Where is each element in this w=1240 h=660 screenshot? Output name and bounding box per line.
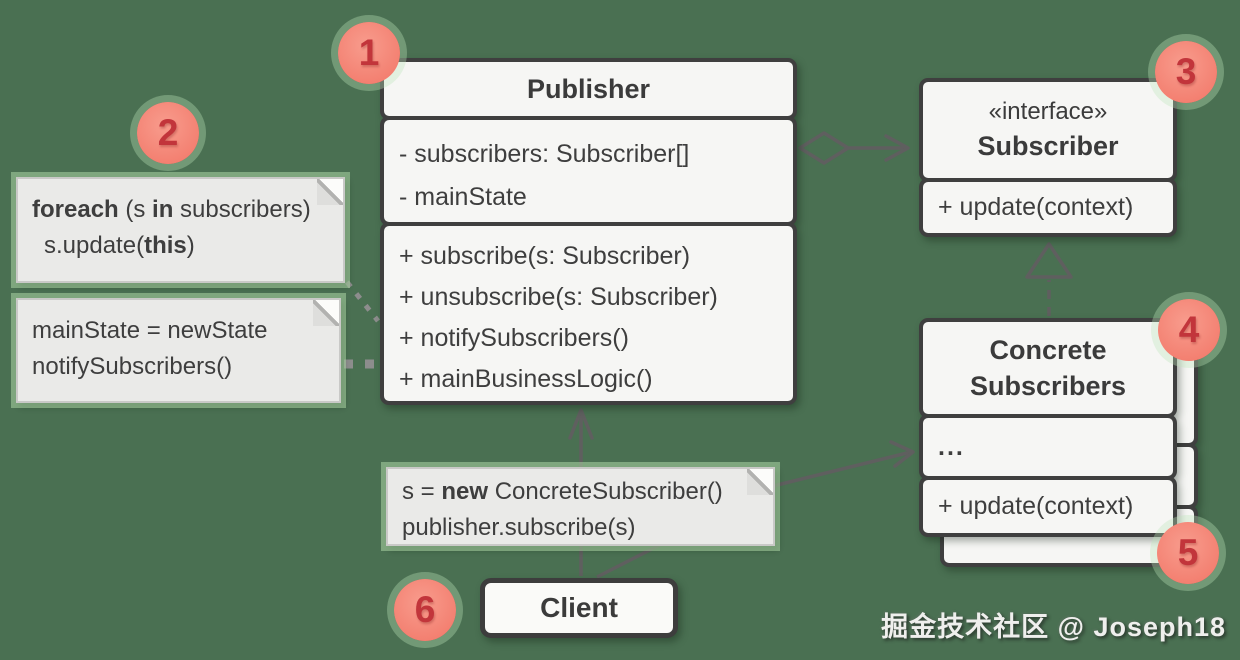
publisher-attributes: - subscribers: Subscriber[] - mainState	[380, 116, 797, 226]
subscriber-interface: «interface» Subscriber + update(context)	[919, 78, 1177, 237]
method-row: + unsubscribe(s: Subscriber)	[399, 283, 718, 311]
note-foreach: foreach (s in subscribers) s.update(this…	[16, 177, 345, 283]
publisher-title: Publisher	[380, 58, 797, 120]
stereotype-label: «interface»	[988, 97, 1108, 125]
concrete-subscribers-title: Concrete Subscribers	[919, 318, 1177, 418]
attribute-row: - mainState	[399, 183, 527, 211]
step-badge-4: 4	[1158, 299, 1220, 361]
publisher-class: Publisher - subscribers: Subscriber[] - …	[380, 58, 797, 405]
code-line: publisher.subscribe(s)	[402, 514, 636, 541]
attribute-row: - subscribers: Subscriber[]	[399, 140, 690, 168]
watermark-label: 掘金技术社区 @ Joseph18	[881, 612, 1226, 642]
note-state: mainState = newState notifySubscribers()	[16, 298, 341, 403]
step-badge-1: 1	[338, 22, 400, 84]
concrete-method: + update(context)	[919, 476, 1177, 537]
code-line: s = new ConcreteSubscriber()	[402, 478, 723, 505]
open-arrowhead-icon	[884, 134, 910, 162]
client-subscribers-arrow	[596, 440, 915, 579]
hollow-triangle-icon	[1025, 242, 1073, 279]
open-arrowhead-icon	[889, 440, 915, 468]
client-class: Client	[480, 578, 678, 638]
subscriber-title: Subscriber	[977, 130, 1119, 161]
realization-arrow	[1025, 242, 1073, 316]
folded-corner-icon	[747, 469, 773, 495]
publisher-methods: + subscribe(s: Subscriber) + unsubscribe…	[380, 222, 797, 405]
step-badge-3: 3	[1155, 41, 1217, 103]
code-line: foreach (s in subscribers)	[32, 196, 311, 223]
subscriber-method: + update(context)	[919, 178, 1177, 237]
method-row: + mainBusinessLogic()	[399, 365, 653, 393]
aggregation-diamond-icon	[798, 131, 850, 165]
note-connector-foreach	[345, 280, 380, 323]
note-client-code: s = new ConcreteSubscriber() publisher.s…	[386, 467, 775, 546]
code-line: notifySubscribers()	[32, 353, 233, 380]
step-badge-2: 2	[137, 102, 199, 164]
concrete-subscribers-class: Concrete Subscribers ... + update(contex…	[919, 318, 1177, 537]
concrete-ellipsis-row: ...	[919, 414, 1177, 480]
subscriber-title-section: «interface» Subscriber	[919, 78, 1177, 182]
step-badge-5: 5	[1157, 522, 1219, 584]
code-line: mainState = newState	[32, 317, 268, 344]
method-row: + notifySubscribers()	[399, 324, 629, 352]
code-line: s.update(this)	[44, 232, 195, 259]
folded-corner-icon	[313, 300, 339, 326]
aggregation-arrow	[798, 131, 910, 165]
folded-corner-icon	[317, 179, 343, 205]
open-arrowhead-icon	[568, 408, 594, 440]
step-badge-6: 6	[394, 579, 456, 641]
method-row: + subscribe(s: Subscriber)	[399, 242, 691, 270]
